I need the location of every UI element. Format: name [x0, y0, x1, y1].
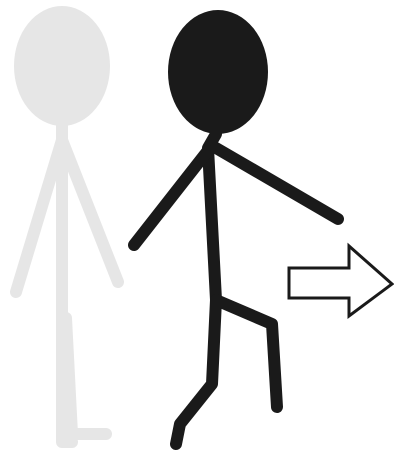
- ghost-figure-right-leg: [66, 318, 106, 434]
- right-arrow-icon: [289, 246, 392, 316]
- walking-figure-front-leg: [216, 300, 277, 407]
- walking-figure-right-arm: [216, 148, 338, 219]
- ghost-stick-figure-icon: [14, 6, 118, 442]
- walking-figure-torso: [208, 134, 216, 300]
- walking-figure-back-leg: [176, 300, 216, 444]
- ghost-figure-left-arm: [16, 140, 62, 292]
- ghost-figure-right-arm: [62, 140, 118, 282]
- ghost-figure-head: [14, 6, 110, 126]
- walking-figure-head: [168, 10, 268, 134]
- walking-figure-left-arm: [134, 148, 210, 245]
- walking-stick-figure-icon: [134, 10, 338, 444]
